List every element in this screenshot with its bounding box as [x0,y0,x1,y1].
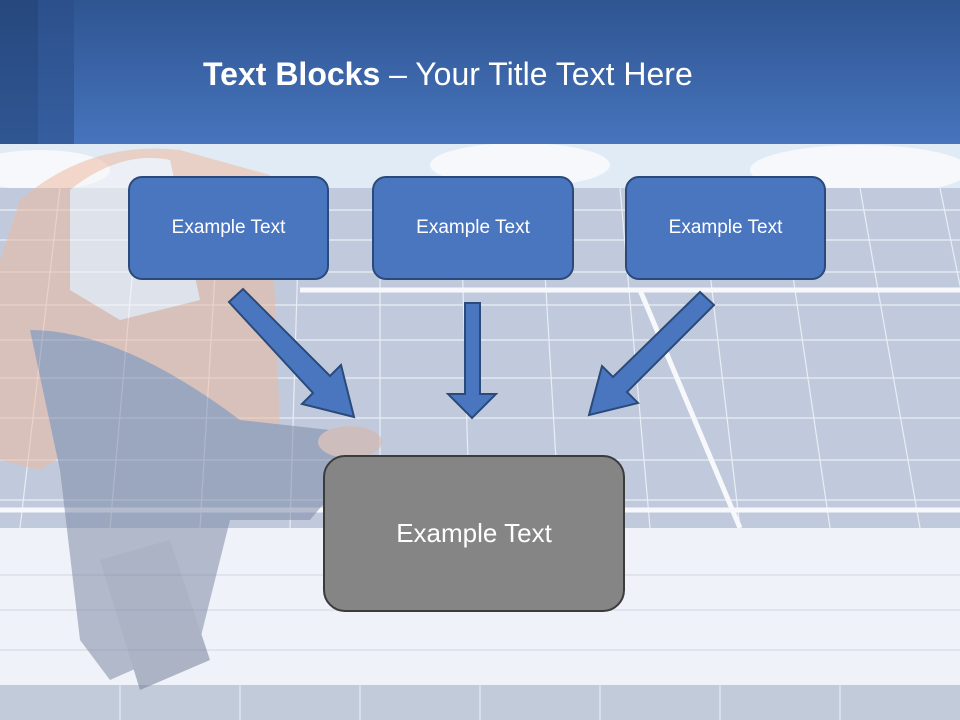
slide-title-rest: – Your Title Text Here [380,56,693,92]
text-block-top-center[interactable]: Example Text [372,176,574,280]
text-block-bottom[interactable]: Example Text [323,455,625,612]
slide-title: Text Blocks – Your Title Text Here [203,56,693,93]
slide-title-bold: Text Blocks [203,56,381,92]
text-block-label: Example Text [416,217,530,238]
header-accent-stripe [0,0,38,144]
title-bar: Text Blocks – Your Title Text Here [0,0,960,144]
text-block-top-left[interactable]: Example Text [128,176,329,280]
header-accent-stripe [38,0,74,144]
text-block-label: Example Text [396,518,552,548]
text-block-label: Example Text [171,217,286,238]
text-block-label: Example Text [668,217,783,238]
text-block-top-right[interactable]: Example Text [625,176,826,280]
